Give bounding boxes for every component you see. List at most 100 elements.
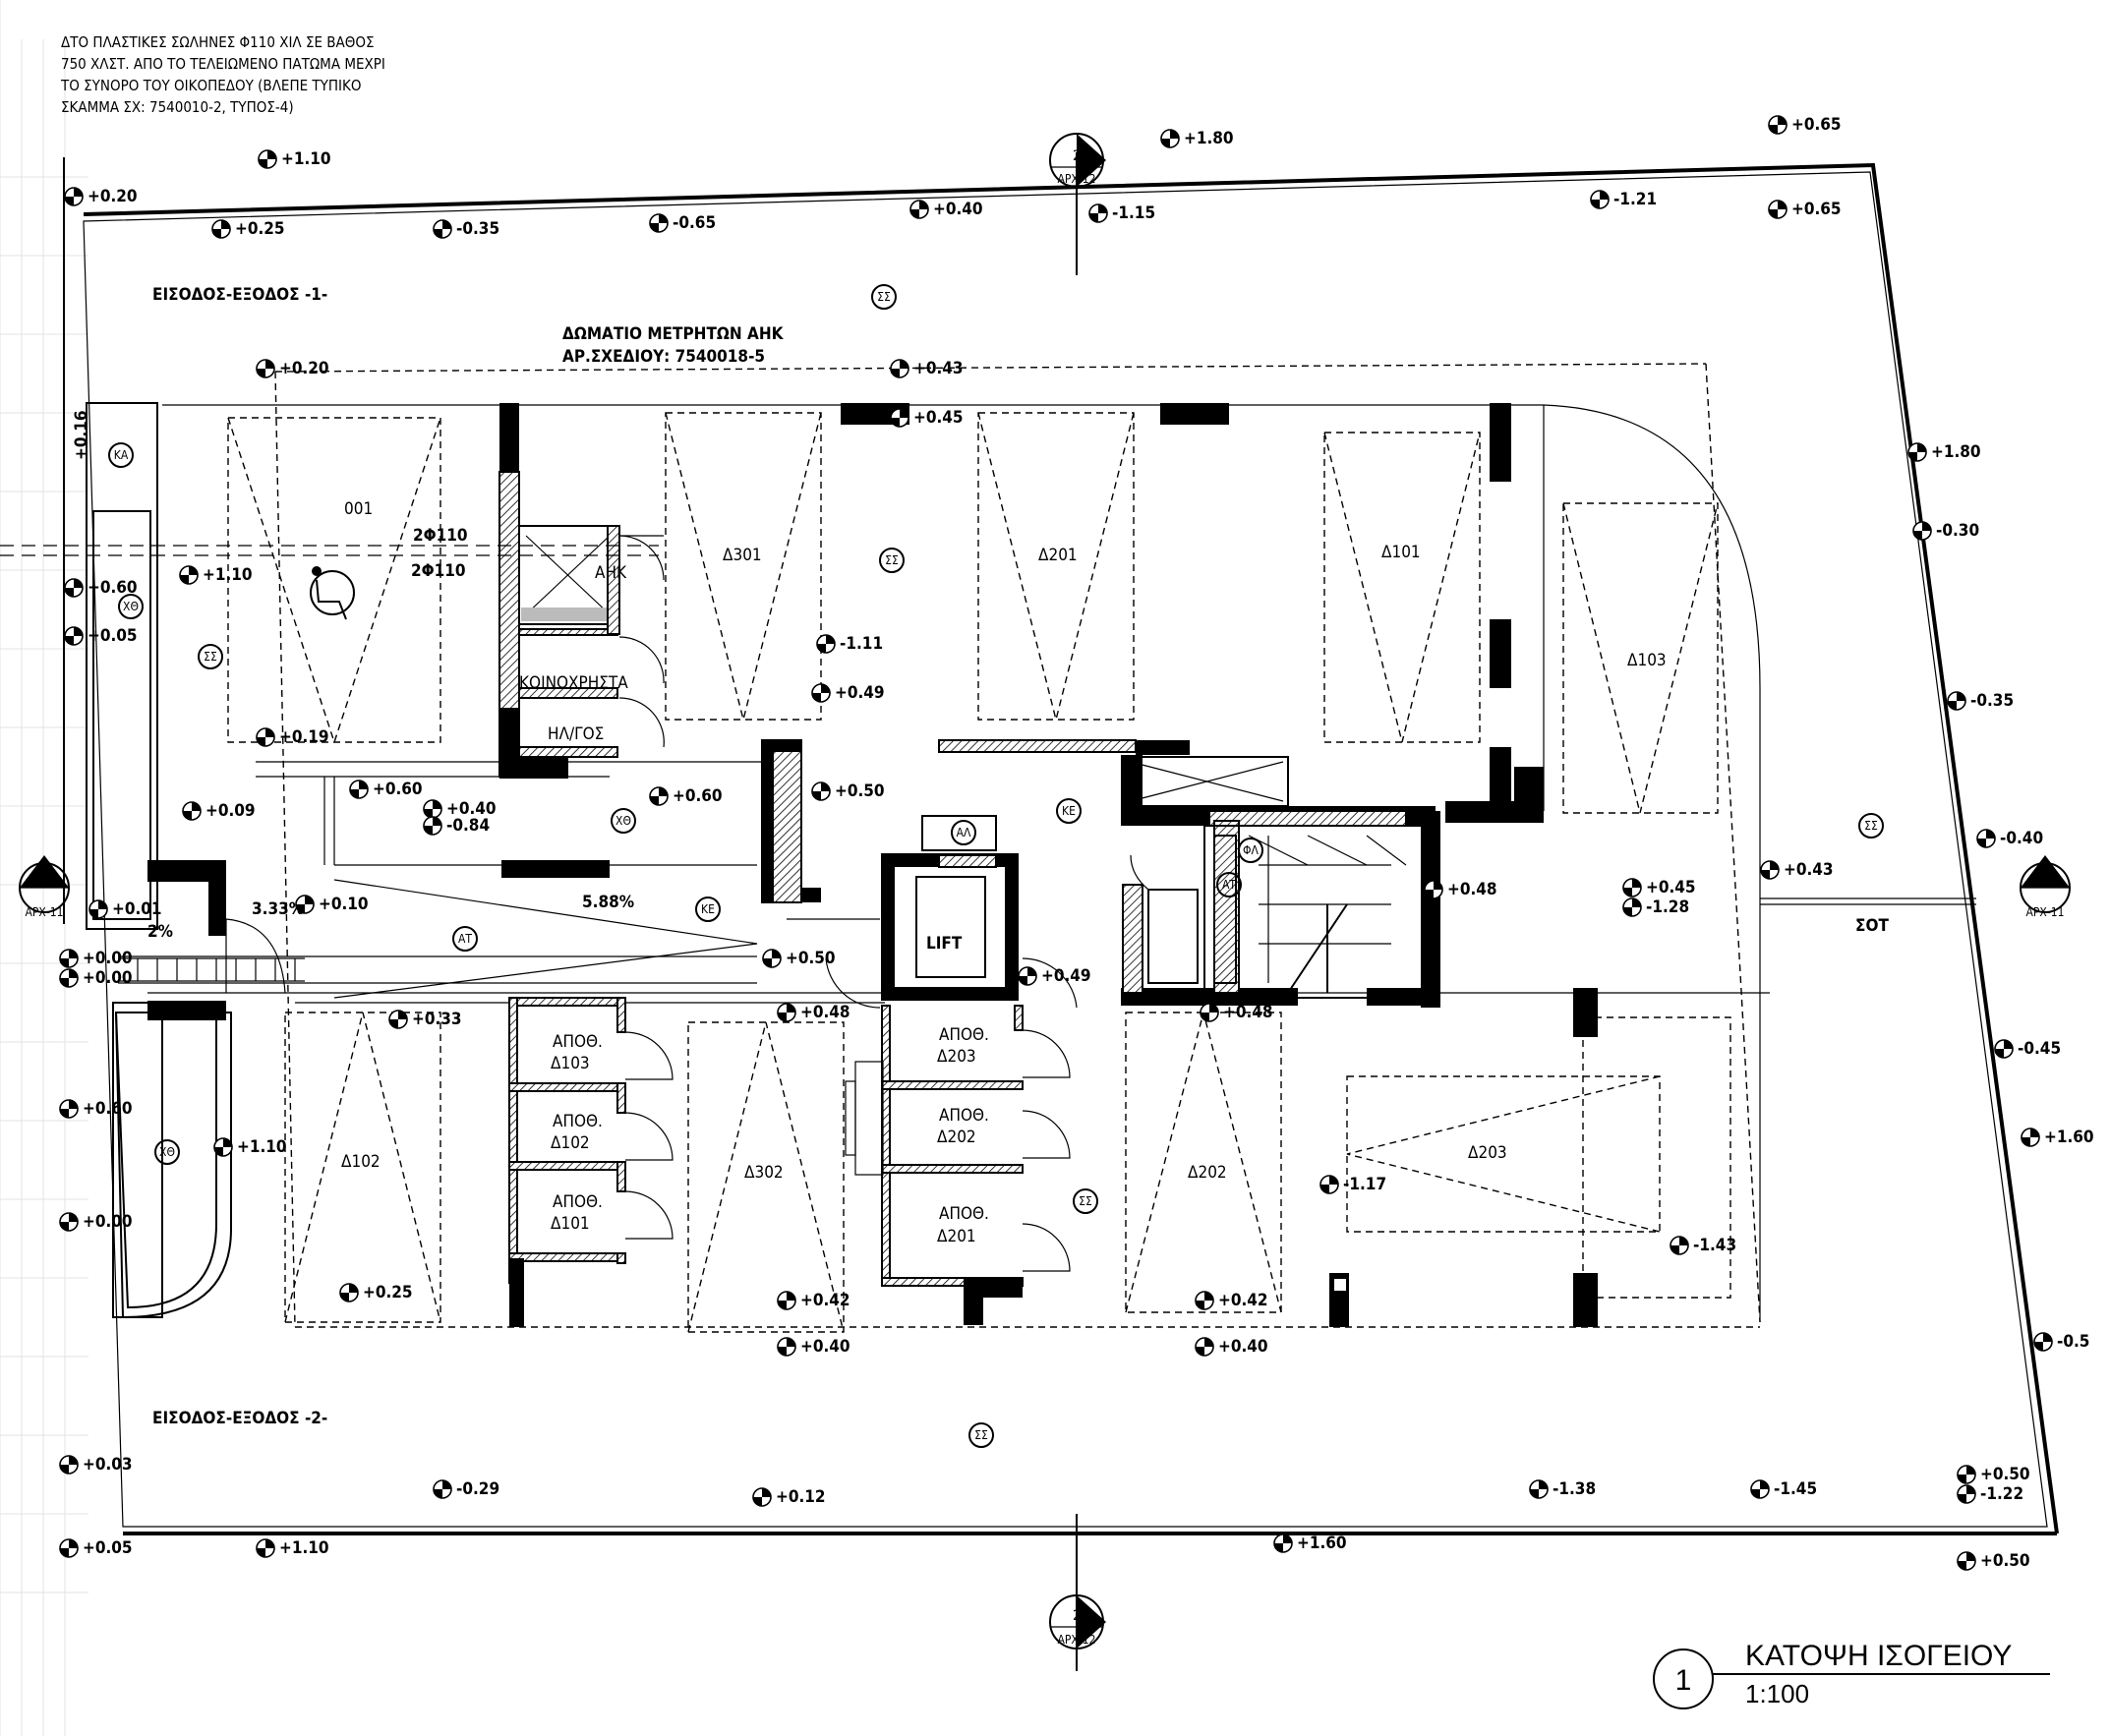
svg-text:ΣΣ: ΣΣ: [1079, 1194, 1092, 1208]
circle-tag: ΑΤ: [1216, 872, 1242, 897]
parking-label: Δ203: [1468, 1143, 1507, 1163]
common-label: ΚΟΙΝΟΧΡΗΣΤΑ: [519, 673, 628, 693]
level-value: -1.38: [1553, 1479, 1596, 1499]
circle-tag: ΣΣ: [879, 548, 905, 573]
level-value: +0.65: [1791, 115, 1842, 135]
level-value: +0.50: [1980, 1551, 2030, 1571]
level-marker: -1.22: [1957, 1484, 2023, 1504]
circle-tag: ΣΣ: [1073, 1188, 1098, 1214]
storage-label: Δ201: [937, 1227, 976, 1246]
level-marker: -0.35: [433, 219, 499, 239]
circle-tag: ΣΣ: [968, 1422, 994, 1448]
level-value: +0.48: [1223, 1003, 1273, 1022]
level-marker: +0.50: [1957, 1551, 2030, 1571]
level-marker: +0.19: [256, 727, 329, 747]
level-marker: -0.84: [423, 816, 490, 836]
pipe-label: 2Φ110: [413, 526, 468, 546]
level-marker: +0.50: [762, 949, 836, 968]
level-marker: +1.80: [1160, 129, 1234, 148]
level-value: +0.60: [373, 780, 423, 799]
level-value: +0.12: [776, 1487, 826, 1507]
svg-text:ΑΡΧ-11: ΑΡΧ-11: [2026, 905, 2065, 919]
level-value: +0.01: [112, 899, 162, 919]
level-value: +1.60: [2044, 1128, 2094, 1147]
level-marker: +1.10: [213, 1137, 287, 1157]
svg-text:ΚΕ: ΚΕ: [1062, 804, 1076, 818]
level-marker: +0.09: [182, 801, 256, 821]
level-marker: +0.40: [909, 200, 983, 219]
level-value: -1.28: [1646, 897, 1689, 917]
storage-label: ΑΠΟΘ.: [553, 1192, 603, 1212]
level-marker: +0.49: [1018, 966, 1091, 986]
level-value: -0.5: [2057, 1332, 2089, 1352]
level-marker: +1.10: [256, 1538, 329, 1558]
level-marker: +0.50: [1957, 1465, 2030, 1484]
note-line: ΔΤΟ ΠΛΑΣΤΙΚΕΣ ΣΩΛΗΝΕΣ Φ110 ΧΙΛ ΣΕ ΒΑΘΟΣ: [61, 33, 375, 51]
svg-text:ΑΡΧ-11: ΑΡΧ-11: [26, 905, 64, 919]
entry-strips: [86, 402, 232, 1319]
level-value: -0.65: [673, 213, 716, 233]
level-value: -1.15: [1112, 203, 1155, 223]
storage-label: Δ103: [551, 1054, 590, 1073]
circle-tag: ΣΣ: [1858, 813, 1884, 839]
meter-room-label: ΔΩΜΑΤΙΟ ΜΕΤΡΗΤΩΝ ΑΗΚ: [562, 324, 785, 344]
parking-label: Δ103: [1627, 651, 1667, 670]
level-marker: -0.40: [1976, 829, 2043, 848]
level-marker: +0.42: [1195, 1291, 1268, 1310]
level-value: +0.25: [363, 1283, 413, 1302]
level-value: -0.30: [1936, 521, 1979, 541]
level-marker: -1.21: [1590, 190, 1657, 209]
level-value: +0.40: [933, 200, 983, 219]
storage-label: Δ101: [551, 1214, 590, 1234]
level-value: +0.05: [83, 1538, 133, 1558]
level-value: +0.60: [673, 786, 723, 806]
slope-label: 5.88%: [582, 893, 634, 912]
section-mark: 1 ΑΡΧ-11: [19, 855, 70, 919]
storage-label: ΑΠΟΘ.: [939, 1204, 989, 1224]
parking-label: Δ302: [744, 1163, 784, 1183]
ahk-label: ΑΗΚ: [595, 563, 627, 583]
parking-label: Δ201: [1038, 546, 1078, 565]
svg-text:ΑΤ: ΑΤ: [1222, 878, 1236, 892]
level-marker: +0.48: [1200, 1003, 1273, 1022]
storage-label: ΑΠΟΘ.: [553, 1032, 603, 1052]
level-marker: +0.60: [64, 578, 138, 598]
level-marker: +0.48: [1424, 880, 1497, 899]
circle-tag: ΚΑ: [108, 442, 134, 468]
level-marker: -0.65: [649, 213, 716, 233]
level-marker: +0.43: [1760, 860, 1834, 880]
svg-text:ΣΣ: ΣΣ: [1864, 819, 1878, 833]
level-value: +1.10: [203, 565, 253, 585]
level-value: -1.43: [1693, 1236, 1736, 1255]
level-value: +0.49: [835, 683, 885, 703]
level-marker: -1.17: [1319, 1175, 1386, 1194]
level-marker: +0.43: [890, 359, 964, 378]
level-marker: +0.00: [59, 949, 133, 968]
svg-text:ΣΣ: ΣΣ: [204, 650, 217, 664]
level-marker: -1.45: [1750, 1479, 1817, 1499]
level-value: +0.48: [800, 1003, 850, 1022]
level-marker: +0.25: [211, 219, 285, 239]
level-value: +0.40: [446, 799, 497, 819]
svg-text:2: 2: [1073, 148, 1081, 164]
level-marker: +0.00: [59, 1212, 133, 1232]
level-value: +1.60: [1297, 1533, 1347, 1553]
parking-label: 001: [344, 499, 373, 519]
level-marker: +0.45: [1622, 878, 1696, 897]
level-value: +0.40: [800, 1337, 850, 1357]
parking-label: Δ102: [341, 1152, 381, 1172]
labels: ΕΙΣΟΔΟΣ-ΕΞΟΔΟΣ -1- ΕΙΣΟΔΟΣ-ΕΞΟΔΟΣ -2- ΔΩ…: [72, 285, 1889, 1428]
drawing-title-text: ΚΑΤΟΨΗ ΙΣΟΓΕΙΟΥ: [1745, 1640, 2012, 1672]
level-value: +0.42: [1218, 1291, 1268, 1310]
drawing-scale: 1:100: [1745, 1679, 1809, 1708]
level-marker: +0.03: [59, 1455, 133, 1475]
level-marker: +0.60: [649, 786, 723, 806]
level-value: -1.21: [1613, 190, 1657, 209]
level-marker: -0.35: [1947, 691, 2014, 711]
level-marker: +0.25: [339, 1283, 413, 1302]
level-marker: -1.11: [816, 634, 883, 654]
svg-text:1: 1: [40, 871, 48, 887]
level-value: +0.25: [235, 219, 285, 239]
svg-text:ΣΣ: ΣΣ: [974, 1428, 988, 1442]
